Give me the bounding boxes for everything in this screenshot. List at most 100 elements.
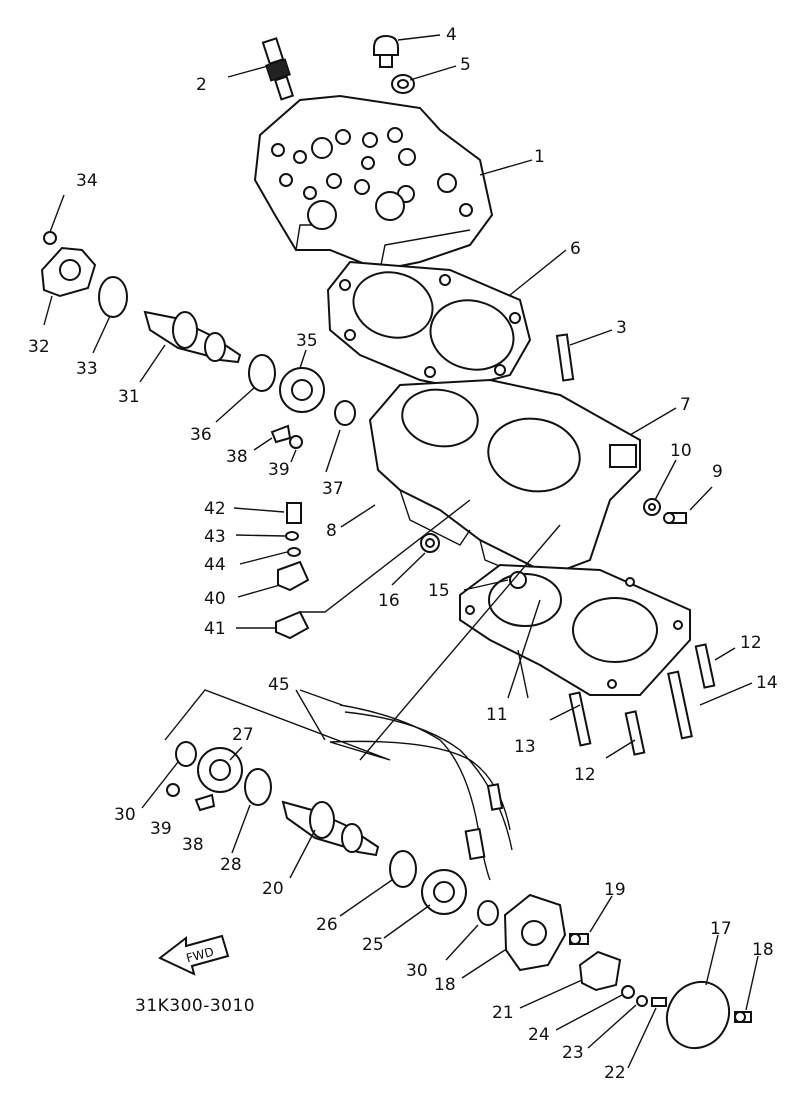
callout-26: 25: [362, 935, 384, 955]
o-ring-33-part: [98, 276, 128, 318]
stud-12a-part: [694, 643, 716, 689]
stud-3-part: [555, 333, 575, 382]
callout-21: 20: [262, 879, 284, 899]
callout-44: 44: [204, 555, 226, 575]
callout-37: 37: [322, 479, 344, 499]
cylinder-head-part: [253, 94, 494, 272]
callout-24: 23: [562, 1043, 584, 1063]
stud-14-part: [667, 670, 693, 740]
clip-38b-part: [194, 793, 216, 812]
callout-38a: 38: [226, 447, 248, 467]
cylinder-block-part: [368, 378, 641, 586]
callout-30a: 30: [114, 805, 136, 825]
callout-12a: 12: [740, 633, 762, 653]
forward-arrow-icon: FWD: [158, 934, 230, 976]
shaft-21-part: [281, 800, 380, 857]
callout-17: 17: [710, 919, 732, 939]
callout-23: 22: [604, 1063, 626, 1083]
callout-8: 8: [326, 521, 337, 541]
callout-35: 35: [296, 331, 318, 351]
callout-36: 36: [190, 425, 212, 445]
callout-4: 4: [446, 25, 457, 45]
callout-7: 7: [680, 395, 691, 415]
callout-30b: 30: [406, 961, 428, 981]
callout-3: 3: [616, 318, 627, 338]
part-code: 31K300-3010: [135, 996, 255, 1016]
seal-30a-part: [175, 741, 197, 767]
plate-22-part: [578, 950, 622, 992]
callout-38b: 38: [182, 835, 204, 855]
screw-20-part: [569, 933, 589, 945]
o-ring-27-part: [389, 850, 417, 888]
callout-40: 40: [204, 589, 226, 609]
callout-22: 21: [492, 1003, 514, 1023]
callout-12b: 12: [574, 765, 596, 785]
holder-41-part: [275, 610, 310, 640]
stud-13-part: [568, 691, 592, 747]
callout-27: 26: [316, 915, 338, 935]
callout-25: 24: [528, 1025, 550, 1045]
callout-19: 18: [434, 975, 456, 995]
screw-39b-part: [166, 783, 180, 797]
washer-44-part: [287, 547, 301, 557]
housing-19-part: [503, 893, 567, 972]
callout-11: 11: [486, 705, 508, 725]
clip-38-part: [270, 424, 292, 444]
cover-17-part: [665, 980, 731, 1050]
callout-39a: 39: [268, 460, 290, 480]
callout-29: 28: [220, 855, 242, 875]
callout-labels: 4 5 2 1 6 3 7 10 9 12 14 11 13 12 15 16 …: [28, 25, 778, 1083]
callout-13: 13: [514, 737, 536, 757]
head-gasket-part: [326, 260, 532, 390]
sensor-part: [373, 34, 399, 68]
callout-14: 14: [756, 673, 778, 693]
callout-32: 32: [28, 337, 50, 357]
screw-23-part: [651, 997, 667, 1007]
nut-16-part: [420, 533, 440, 553]
cover-32-part: [40, 246, 97, 298]
bolt-18-part: [734, 1011, 752, 1023]
callout-15: 15: [428, 581, 450, 601]
washer-43-part: [285, 531, 299, 541]
callout-10: 10: [670, 441, 692, 461]
callout-20: 19: [604, 880, 626, 900]
callout-18: 18: [752, 940, 774, 960]
callout-28: 27: [232, 725, 254, 745]
bolt-34-part: [43, 231, 57, 245]
leader-lines: [43, 34, 759, 1069]
washer-5-part: [391, 74, 415, 94]
washer-24-part: [636, 995, 648, 1007]
cable-45-part: [329, 704, 513, 881]
base-gasket-part: [459, 563, 691, 696]
bearing-26-part: [421, 869, 467, 915]
washer-25-part: [621, 985, 635, 999]
callout-43: 43: [204, 527, 226, 547]
shaft-31-part: [143, 310, 242, 364]
bearing-35-part: [279, 367, 325, 413]
callout-41: 41: [204, 619, 226, 639]
stud-12b-part: [624, 710, 646, 756]
callout-42: 42: [204, 499, 226, 519]
washer-10-part: [643, 498, 661, 516]
bolt-9-part: [663, 512, 687, 524]
callout-5: 5: [460, 55, 471, 75]
callout-6: 6: [570, 239, 581, 259]
callout-1: 1: [534, 147, 545, 167]
seal-30b-part: [477, 900, 499, 926]
callout-31: 31: [118, 387, 140, 407]
holder-40-part: [277, 560, 310, 592]
callout-45: 45: [268, 675, 290, 695]
seal-37-part: [334, 400, 356, 426]
callout-39b: 39: [150, 819, 172, 839]
spark-plug-part: [261, 37, 295, 101]
callout-16: 16: [378, 591, 400, 611]
callout-33: 33: [76, 359, 98, 379]
o-ring-29-part: [244, 768, 272, 806]
callout-9: 9: [712, 462, 723, 482]
callout-34: 34: [76, 171, 98, 191]
o-ring-36-part: [248, 354, 276, 392]
screw-42-part: [286, 502, 302, 524]
dowel-15-part: [509, 571, 527, 589]
